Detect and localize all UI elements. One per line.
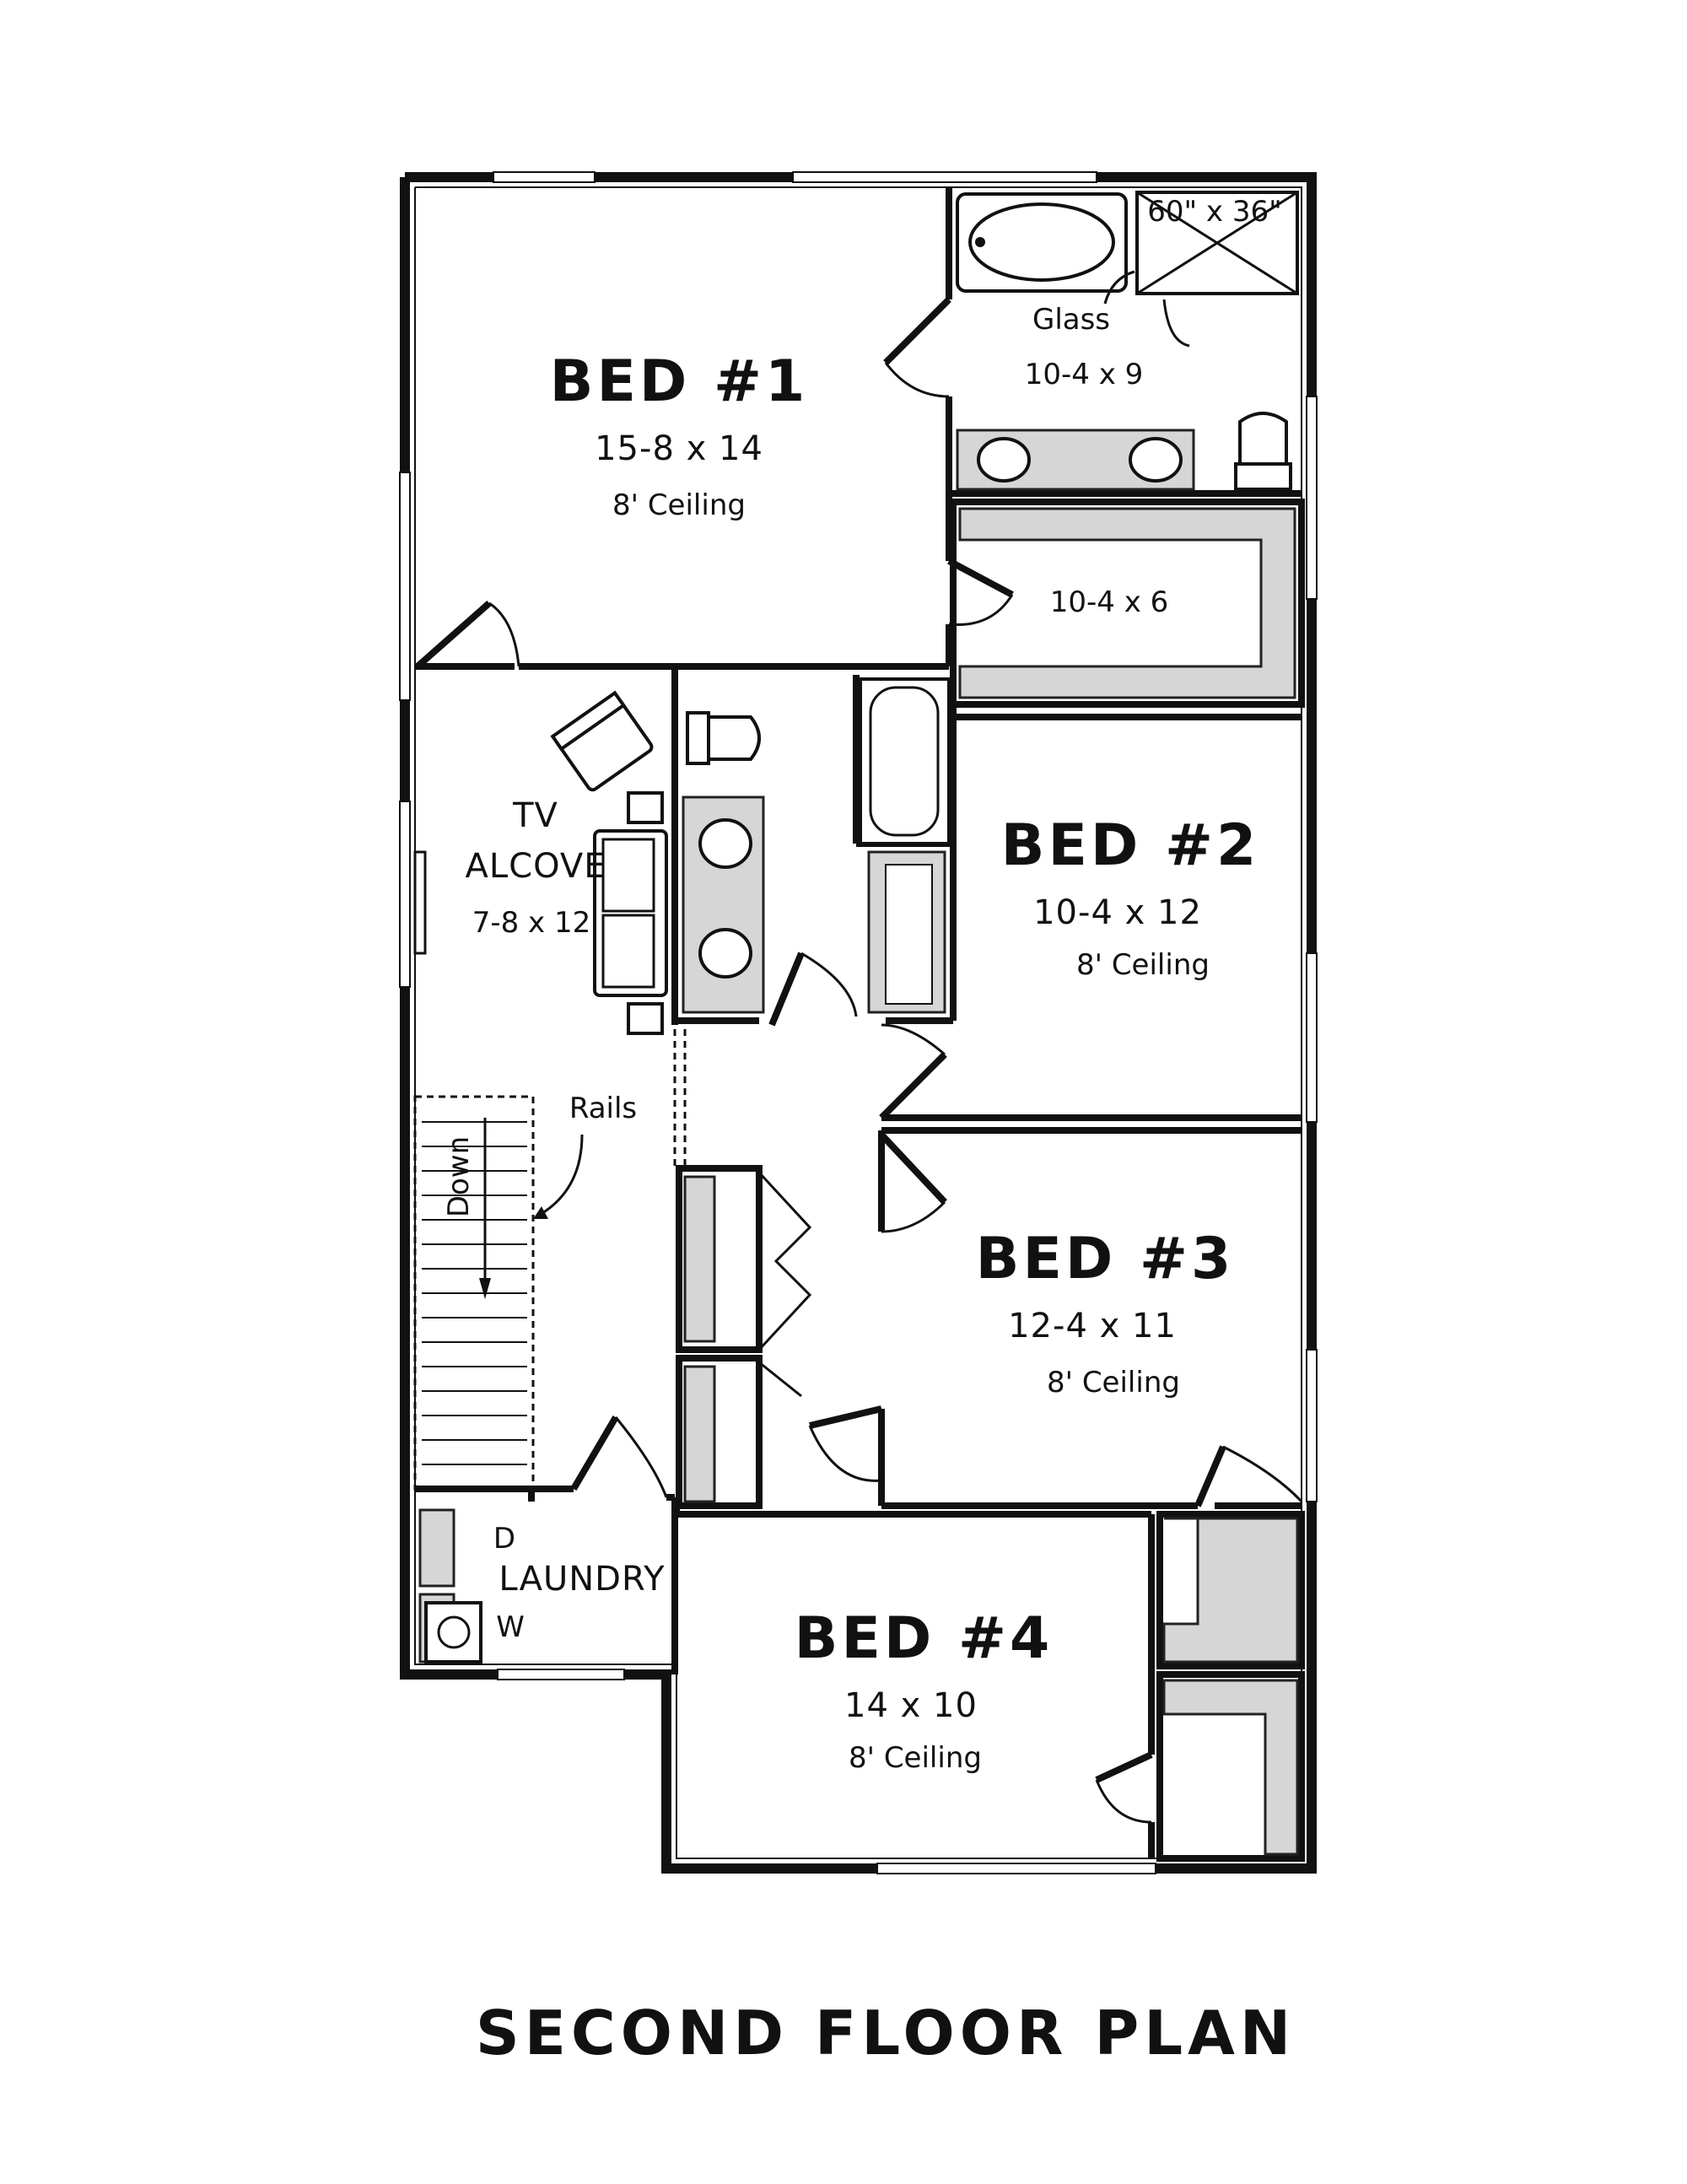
- bed4-size: 14 x 10: [844, 1686, 978, 1725]
- bed2-ceiling: 8' Ceiling: [1076, 948, 1210, 982]
- bed2-name: BED #2: [1001, 812, 1260, 879]
- windows: [399, 171, 1318, 1874]
- stairs-direction: Down: [442, 1136, 476, 1217]
- bed3-ceiling: 8' Ceiling: [1047, 1366, 1180, 1399]
- laundry-name: LAUNDRY: [499, 1560, 665, 1599]
- room-labels: BED #1 15-8 x 14 8' Ceiling 60" x 36" Gl…: [442, 195, 1296, 2068]
- interior-walls: [415, 187, 1305, 1862]
- tv-alcove-size: 7-8 x 12: [472, 906, 591, 940]
- glass-note: Glass: [1032, 303, 1110, 337]
- closet-size: 10-4 x 6: [1050, 585, 1169, 619]
- tv-alcove-line1: TV: [512, 796, 558, 835]
- exterior-walls: [399, 171, 1318, 1874]
- tv-alcove-line2: ALCOVE: [466, 847, 606, 886]
- washer-label: W: [496, 1610, 525, 1644]
- dryer-label: D: [493, 1522, 515, 1556]
- master-bath-size: 10-4 x 9: [1025, 358, 1144, 391]
- bed2-size: 10-4 x 12: [1033, 893, 1202, 932]
- bed3-name: BED #3: [976, 1226, 1235, 1292]
- stairs: [413, 1029, 687, 1491]
- bed4-name: BED #4: [795, 1605, 1054, 1672]
- bed3-size: 12-4 x 11: [1008, 1307, 1177, 1345]
- bed1-size: 15-8 x 14: [595, 429, 763, 468]
- fixtures: [424, 191, 1299, 1664]
- bed1-ceiling: 8' Ceiling: [612, 488, 746, 522]
- shower-size: 60" x 36": [1147, 195, 1282, 229]
- doors: [415, 297, 1303, 1824]
- bed1-name: BED #1: [550, 348, 809, 415]
- plan-title: SECOND FLOOR PLAN: [476, 1998, 1296, 2068]
- rails-note: Rails: [569, 1092, 637, 1125]
- bed4-ceiling: 8' Ceiling: [849, 1741, 982, 1775]
